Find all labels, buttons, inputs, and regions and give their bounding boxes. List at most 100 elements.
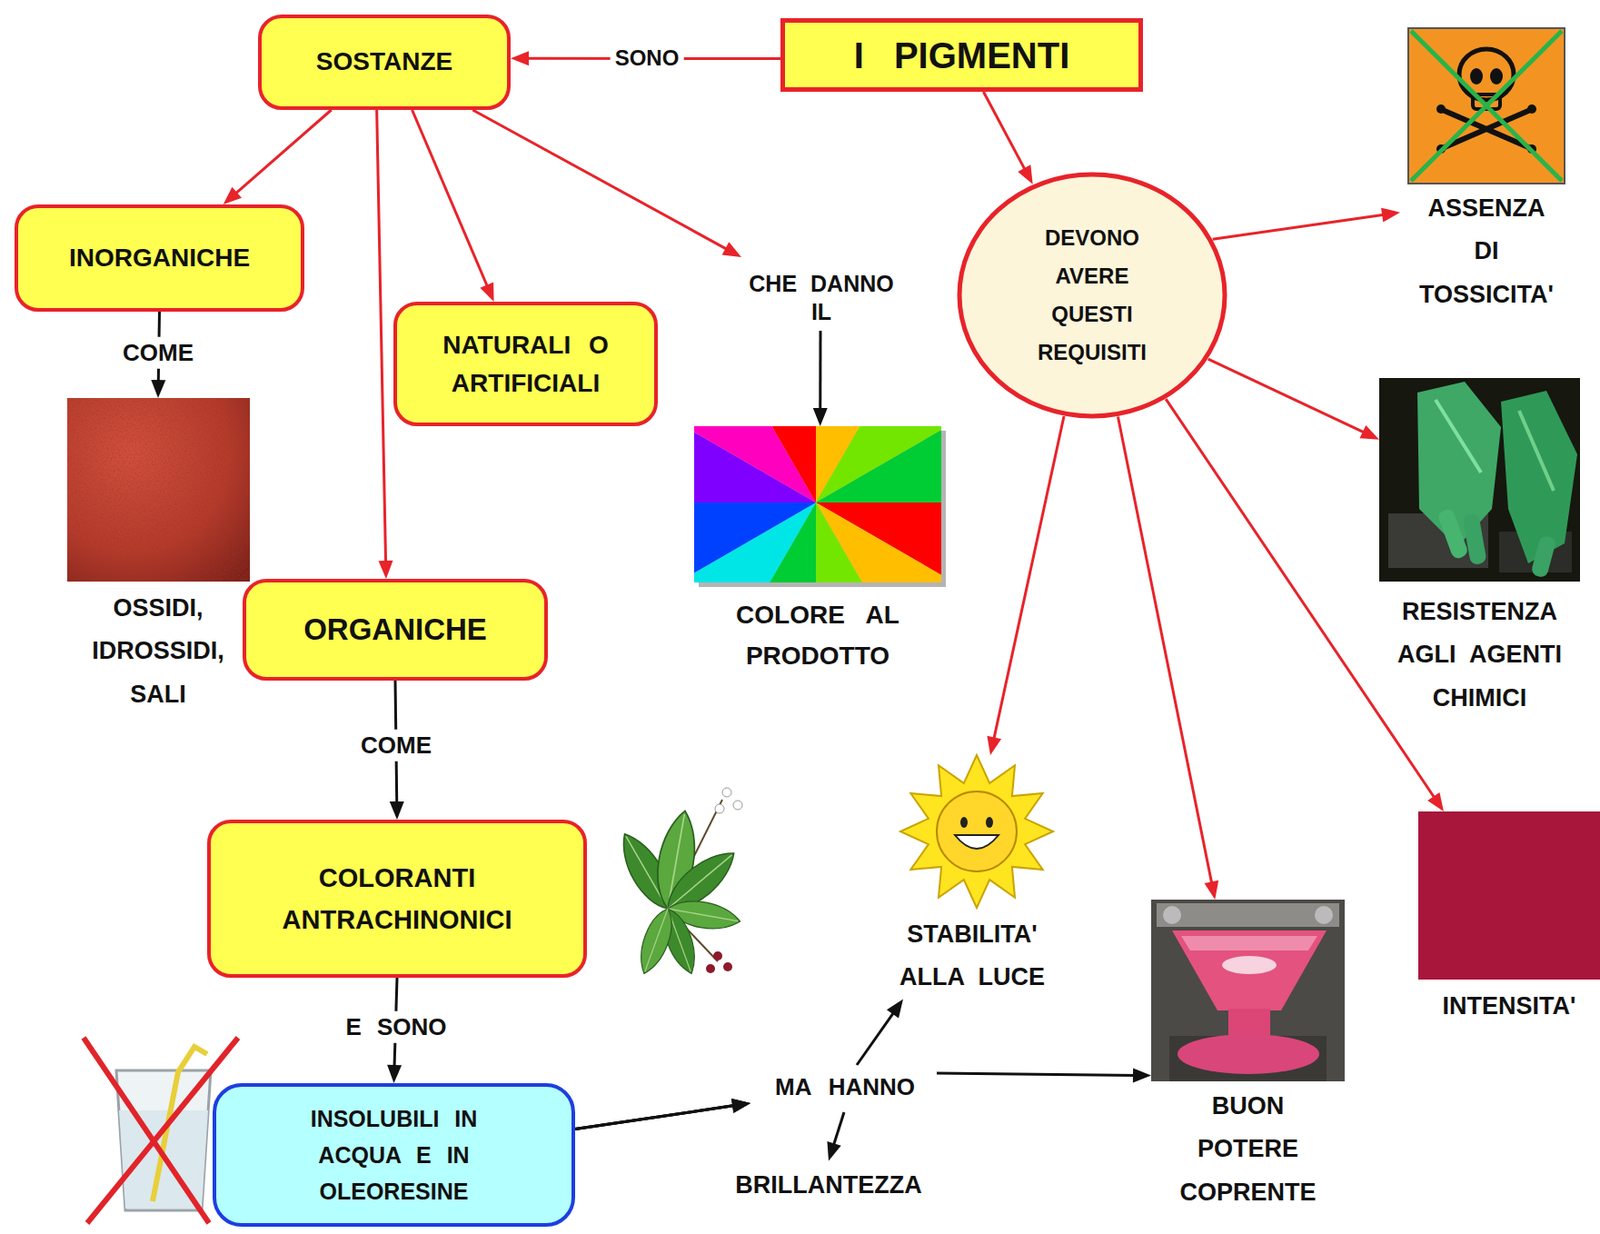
arrow-head xyxy=(223,187,242,205)
glove-finger xyxy=(1436,507,1470,561)
connector-line xyxy=(993,416,1064,741)
node-text: INSOLUBILI IN ACQUA E IN OLEORESINE xyxy=(275,1100,513,1210)
photo-ground xyxy=(1151,899,1345,1082)
picture-node: ASSENZA DI TOSSICITA' xyxy=(1400,28,1573,317)
concept-box: NATURALI O ARTIFICIALI xyxy=(393,301,658,427)
node-text: INORGANICHE xyxy=(69,241,250,275)
connector-line xyxy=(1117,417,1213,886)
flower xyxy=(722,787,732,797)
picture-caption: INTENSITA' xyxy=(1442,984,1577,1028)
cross-mark xyxy=(1411,30,1562,181)
property-text: BRILLANTEZZA xyxy=(718,1160,938,1211)
picture-caption: COLORE AL PRODOTTO xyxy=(704,595,932,677)
node-text: ORGANICHE xyxy=(303,610,487,650)
title-box: I PIGMENTI xyxy=(780,18,1143,92)
sun-rays xyxy=(900,755,1054,908)
glove-finger xyxy=(1530,534,1557,578)
circle-outline xyxy=(956,171,1228,419)
cross-mark xyxy=(1411,30,1562,181)
picture-node: RESISTENZA AGLI AGENTI CHIMICI xyxy=(1379,377,1581,720)
powder-base xyxy=(67,397,250,582)
picture-caption: BUON POTERE COPRENTE xyxy=(1162,1084,1335,1214)
arrow-head xyxy=(1132,1067,1152,1083)
powder-grain xyxy=(67,397,250,582)
edge-label: COME xyxy=(118,337,199,369)
arrow-head xyxy=(886,999,904,1019)
connector-line xyxy=(936,1073,1137,1075)
arrow-head xyxy=(378,560,394,579)
connector xyxy=(223,109,332,205)
connector-line xyxy=(377,109,387,565)
rainbow-wedge xyxy=(694,502,816,583)
connector-line xyxy=(1212,214,1386,239)
edge-label: CHE DANNO IL xyxy=(744,268,899,328)
red-powder-photo xyxy=(67,397,250,582)
bone-end xyxy=(1436,104,1446,114)
picture-caption: OSSIDI, IDROSSIDI, SALI xyxy=(76,586,240,716)
node-text: DEVONO AVERE QUESTI REQUISITI xyxy=(1014,218,1170,372)
connector xyxy=(412,109,495,302)
rainbow-wedge xyxy=(815,502,935,583)
picture-node: BUON POTERE COPRENTE xyxy=(1151,899,1345,1214)
sun-eye xyxy=(960,816,968,828)
connector-line xyxy=(856,1011,895,1065)
connector xyxy=(575,999,904,1130)
crossbone xyxy=(1444,110,1529,148)
picture-node: INTENSITA' xyxy=(1418,811,1600,1028)
edge-label: MA HANNO xyxy=(770,1071,920,1104)
paint-shine xyxy=(1181,935,1318,951)
edge-label: COME xyxy=(356,729,437,762)
flower xyxy=(733,800,743,810)
bone-end xyxy=(1527,104,1537,114)
glove-shine xyxy=(1519,410,1554,491)
connector xyxy=(377,109,394,579)
connector-line xyxy=(818,330,822,412)
rainbow-wedge xyxy=(815,426,942,503)
leaf-vein xyxy=(645,908,668,972)
leaf-vein xyxy=(667,854,732,909)
roller xyxy=(1314,905,1333,925)
connector-line xyxy=(833,1112,845,1147)
connector-line xyxy=(1165,398,1436,800)
skull-eye xyxy=(1490,68,1503,85)
arrow-head xyxy=(813,407,828,427)
circle-shape xyxy=(959,174,1225,417)
connector xyxy=(1208,358,1380,440)
arrow-head xyxy=(986,735,1002,756)
picture-slot xyxy=(881,755,1064,910)
photo-ground xyxy=(1379,377,1581,582)
concept-box: ORGANICHE xyxy=(242,578,548,681)
arrow-head xyxy=(826,1141,841,1161)
requirements-circle: DEVONO AVERE QUESTI REQUISITI xyxy=(956,171,1228,419)
connector xyxy=(1117,417,1219,900)
smiling-sun xyxy=(900,755,1054,908)
connector xyxy=(575,1067,1152,1129)
connector xyxy=(1212,208,1401,240)
connector xyxy=(575,1098,845,1161)
connector xyxy=(983,91,1033,185)
glove xyxy=(1500,390,1578,564)
node-text: BRILLANTEZZA xyxy=(735,1169,922,1202)
arrow-head xyxy=(510,50,529,66)
node-text: NATURALI O ARTIFICIALI xyxy=(424,326,627,403)
flower xyxy=(715,804,725,814)
edge-label: E SONO xyxy=(340,1011,451,1044)
connector-line xyxy=(983,91,1026,172)
arrow-head xyxy=(1381,208,1401,223)
glove-shine xyxy=(1435,399,1481,473)
picture-node: OSSIDI, IDROSSIDI, SALI xyxy=(39,397,277,716)
picture-slot xyxy=(1418,811,1600,980)
roller xyxy=(1162,905,1182,925)
berry xyxy=(713,951,723,961)
picture-caption: STABILITA' ALLA LUCE xyxy=(881,913,1064,1000)
paint-funnel xyxy=(1172,930,1327,1011)
connector-line xyxy=(575,1104,736,1129)
paint-shine xyxy=(1222,955,1277,974)
rainbow-wedge xyxy=(697,426,816,503)
concept-box: INORGANICHE xyxy=(14,204,305,312)
edge-label: SONO xyxy=(610,43,685,73)
picture-slot xyxy=(1379,377,1581,582)
sun-face xyxy=(936,791,1017,872)
